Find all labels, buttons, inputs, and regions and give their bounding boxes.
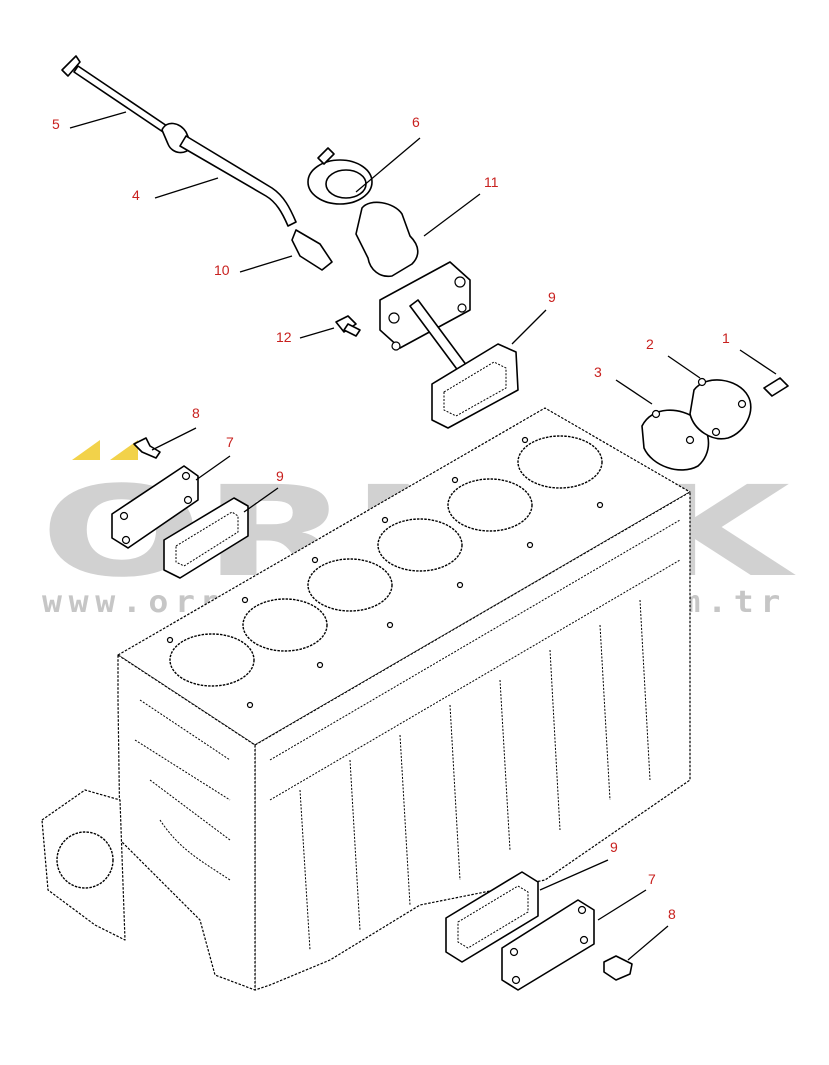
callout-3: 3 xyxy=(594,364,602,380)
dipstick-assembly xyxy=(61,55,333,271)
callout-9-left: 9 xyxy=(276,468,284,484)
callout-7-lower: 7 xyxy=(648,871,656,887)
cylinder-bore-4 xyxy=(377,518,463,572)
cover-gasket-3 xyxy=(641,409,710,471)
block-ribs xyxy=(269,519,681,951)
guide-tube xyxy=(179,135,297,227)
bolt-8-lower xyxy=(603,955,633,981)
callout-8-upper: 8 xyxy=(192,405,200,421)
flange-hole-3 xyxy=(391,341,401,351)
bolt-1 xyxy=(763,377,789,397)
cylinder-bore-2 xyxy=(242,598,328,652)
cover-plate-2 xyxy=(689,379,752,440)
callout-9-upper: 9 xyxy=(548,289,556,305)
engine-block xyxy=(41,407,691,991)
cylinder-bore-5 xyxy=(447,478,533,532)
right-cover-assembly xyxy=(641,377,789,471)
tube-adapter xyxy=(291,229,333,271)
callout-10: 10 xyxy=(214,262,230,278)
dipstick-handle xyxy=(61,55,81,77)
callout-7-upper: 7 xyxy=(226,434,234,450)
left-cover-assembly xyxy=(111,437,249,579)
block-left-face xyxy=(117,654,256,991)
flange-bore xyxy=(56,831,114,889)
upper-gasket xyxy=(431,343,519,429)
callout-1: 1 xyxy=(722,330,730,346)
callout-9-lower: 9 xyxy=(610,839,618,855)
callout-12: 12 xyxy=(276,329,292,345)
dipstick-rod xyxy=(73,65,171,135)
callout-5: 5 xyxy=(52,116,60,132)
leader-lines xyxy=(69,111,777,961)
flange-hole-2 xyxy=(454,276,466,288)
deck-bolt-holes xyxy=(166,436,604,709)
lower-cover-assembly xyxy=(445,871,633,991)
bolt-12 xyxy=(335,315,361,337)
cylinder-bore-1 xyxy=(169,633,255,687)
callout-numbers: 1 2 3 4 5 6 11 10 12 9 8 7 9 9 7 8 xyxy=(52,114,730,922)
block-front-face xyxy=(254,491,691,991)
breather-cap-inner xyxy=(325,169,367,199)
block-side-details xyxy=(134,699,231,881)
callout-11: 11 xyxy=(484,174,499,190)
filler-flange xyxy=(379,261,471,349)
gasket-9-lower xyxy=(445,871,539,963)
upper-gasket-opening xyxy=(443,361,507,417)
callout-6: 6 xyxy=(412,114,420,130)
flange-hole-4 xyxy=(457,303,467,313)
watermark-accent-triangle-1 xyxy=(72,440,100,460)
breather-cap-tab xyxy=(317,147,335,165)
cover-plate-7-upper xyxy=(111,465,199,549)
cylinder-bore-6 xyxy=(517,435,603,489)
bolt-8-upper xyxy=(133,437,161,459)
cover-plate-7-lower xyxy=(501,899,595,991)
filler-neck xyxy=(355,201,419,278)
callout-8-lower: 8 xyxy=(668,906,676,922)
cylinder-bore-3 xyxy=(307,558,393,612)
gasket-9-left xyxy=(163,497,249,579)
callout-2: 2 xyxy=(646,336,654,352)
watermark-accent-triangle-2 xyxy=(110,440,138,460)
flange-hole-1 xyxy=(388,312,400,324)
callout-4: 4 xyxy=(132,187,140,203)
